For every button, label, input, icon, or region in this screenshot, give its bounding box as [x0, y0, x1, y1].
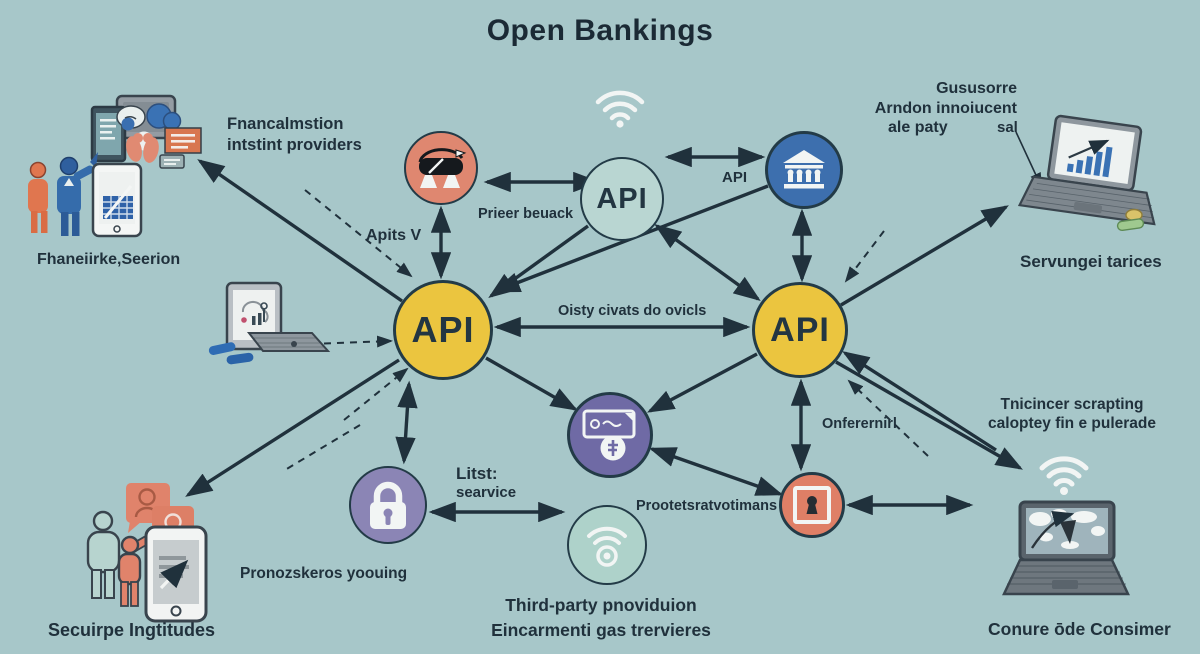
api-node-top: API — [580, 157, 664, 241]
consumer-laptop-illustration — [1002, 500, 1130, 596]
access-keyhole-node — [779, 472, 845, 538]
label-gususorre: Gususorre Arndon innoiucent — [875, 79, 1017, 119]
label-apits: Apits V — [366, 227, 422, 244]
label-litst-line2: searvice — [456, 484, 517, 502]
left-laptop-illustration — [208, 281, 331, 365]
keyhole-square-icon — [793, 486, 831, 524]
label-secuirpe: Secuirpe Ingtitudes — [48, 620, 216, 640]
label-third-party: Third-party pnoviduion Eincarmenti gas t… — [491, 593, 711, 644]
financial-institution-illustration — [90, 94, 202, 169]
label-third-party-line2: Eincarmenti gas trervieres — [491, 620, 711, 641]
label-financial-institution-line2: intstint providers — [227, 135, 362, 154]
wifi-icon — [595, 90, 645, 128]
bank-building-icon — [783, 150, 825, 189]
label-tnicincer-line1: Tnicincer scrapting — [1000, 396, 1144, 413]
megaphone-cloud-icon — [418, 148, 467, 188]
payment-burst-node — [404, 131, 478, 205]
label-oisty: Oisty civats do ovicls — [558, 303, 707, 319]
label-prootets: Prootetsratvotimans — [636, 498, 778, 514]
security-lock-node — [349, 466, 427, 544]
label-sal: sal — [997, 119, 1018, 136]
bank-node — [765, 131, 843, 209]
label-financial-institution-line1: Fnancalmstion — [227, 115, 344, 133]
secure-users-illustration — [86, 483, 208, 623]
label-services: Servungei tarices — [1020, 252, 1162, 271]
label-ale-paty: ale paty — [888, 119, 948, 136]
api-node-top-label: API — [596, 182, 648, 215]
connectivity-node — [567, 505, 647, 585]
page-title: Open Bankings — [486, 14, 714, 47]
label-pronozskeros: Pronozskeros yoouing — [240, 565, 408, 582]
label-financial-institution: Fnancalmstion intstint providers — [227, 114, 362, 155]
label-tnicincer: Tnicincer scrapting caloptey fin e puler… — [988, 395, 1156, 434]
label-onferernirl: Onferernirl — [822, 416, 897, 432]
label-litst: Litst: searvice — [456, 463, 516, 503]
wifi-signal-icon — [587, 526, 627, 567]
financial-users-illustration — [28, 152, 143, 238]
coins-illustration — [1116, 208, 1145, 232]
services-laptop-illustration — [1017, 114, 1156, 226]
label-financial-section: Fhaneiirke,Seerion — [37, 251, 181, 268]
label-api-link: API — [722, 169, 748, 186]
wifi-icon — [1039, 456, 1089, 495]
label-tnicincer-line2: caloptey fin e pulerade — [988, 415, 1156, 433]
api-node-right-label: API — [770, 310, 830, 349]
api-node-left: API — [393, 280, 493, 380]
label-gususorre-line2: Arndon innoiucent — [874, 100, 1017, 117]
padlock-icon — [370, 481, 406, 529]
label-gususorre-line1: Gususorre — [936, 80, 1017, 97]
label-prieer: Prieer beuack — [478, 206, 574, 222]
banknote-coin-icon — [582, 409, 636, 461]
label-litst-line1: Litst: — [456, 464, 498, 483]
api-node-right: API — [752, 282, 848, 378]
connector-arrows — [185, 131, 1042, 523]
label-conure: Conure ōde Consimer — [988, 619, 1171, 639]
api-node-left-label: API — [411, 309, 475, 350]
label-third-party-line1: Third-party pnoviduion — [505, 595, 697, 615]
payments-node — [567, 392, 653, 478]
